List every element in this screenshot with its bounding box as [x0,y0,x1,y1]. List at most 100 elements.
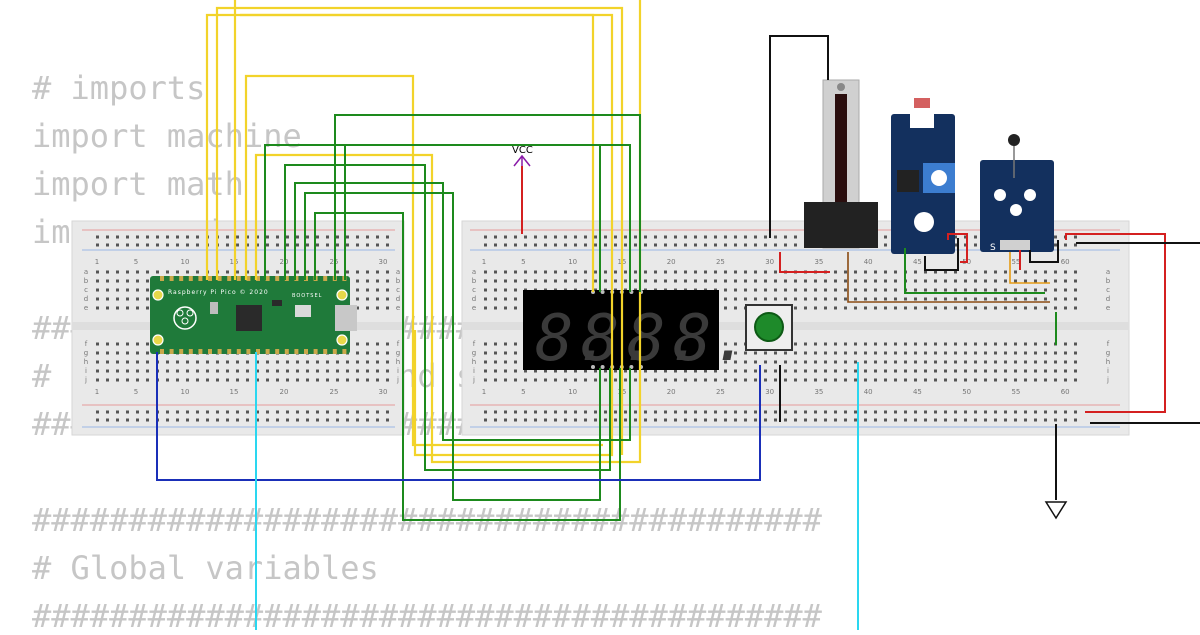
row-label: a [84,268,88,276]
column-label: 25 [330,388,339,396]
row-label: h [84,358,88,366]
column-label: 5 [134,258,138,266]
raspberry-logo-icon [173,306,197,330]
row-label: h [472,358,476,366]
row-label: i [85,367,87,375]
column-label: 40 [864,258,873,266]
row-label: f [1107,340,1110,348]
column-label: 55 [1011,258,1020,266]
row-label: h [1106,358,1110,366]
column-label: 20 [280,388,289,396]
code-line: # Global variables [32,549,379,587]
row-label: a [396,268,400,276]
ground-symbol-icon [1044,501,1068,520]
row-label: f [473,340,476,348]
column-label: 10 [568,258,577,266]
row-label: g [1106,349,1110,357]
wires-red [779,233,1166,413]
display-digit: 8. [581,302,658,376]
ky-sensor-module: S [980,134,1054,253]
row-label: c [472,286,476,294]
row-label: e [396,304,400,312]
row-label: j [1106,376,1109,384]
pico-label: Raspberry Pi Pico © 2020 [168,289,269,296]
row-label: b [1106,277,1111,285]
column-label: 5 [521,258,525,266]
push-button [745,304,793,351]
row-label: g [472,349,476,357]
column-label: 30 [379,388,388,396]
row-label: g [84,349,88,357]
seven-segment-display: 8.8.8.8. [523,290,750,376]
code-line: # imports [32,69,206,107]
column-label: 30 [765,388,774,396]
vcc-symbol: VCC [512,145,533,167]
column-label: 50 [962,388,971,396]
row-label: h [396,358,400,366]
wire-brown [847,252,1050,303]
column-label: 45 [913,388,922,396]
row-label: d [1106,295,1110,303]
row-label: f [397,340,400,348]
row-label: i [473,367,475,375]
column-label: 1 [95,258,99,266]
column-label: 1 [95,388,99,396]
row-label: b [472,277,477,285]
row-label: e [84,304,88,312]
column-label: 25 [716,388,725,396]
column-label: 45 [913,258,922,266]
pico-bootsel-label: BOOTSEL [292,293,322,299]
row-label: d [84,295,88,303]
code-line: import math [32,165,244,203]
column-label: 10 [568,388,577,396]
column-label: 10 [181,258,190,266]
column-label: 5 [521,388,525,396]
row-label: c [1106,286,1110,294]
row-label: d [396,295,400,303]
row-label: a [472,268,476,276]
row-label: b [84,277,89,285]
column-label: 1 [482,258,486,266]
column-label: 10 [181,388,190,396]
column-label: 55 [1011,388,1020,396]
vcc-label: VCC [512,145,533,156]
wire-blue [156,352,761,481]
column-label: 40 [864,388,873,396]
slide-potentiometer [804,79,878,249]
column-label: 1 [482,388,486,396]
wires-green [264,114,1057,521]
ky-module-label: S [990,243,996,253]
wires-yellow [205,0,642,464]
code-line: ########################################… [32,597,822,635]
row-label: c [396,286,400,294]
row-label: f [85,340,88,348]
column-label: 5 [134,388,138,396]
column-label: 25 [716,258,725,266]
column-label: 20 [667,388,676,396]
row-label: a [1106,268,1110,276]
row-label: j [472,376,475,384]
row-label: d [472,295,476,303]
column-label: 35 [814,388,823,396]
column-label: 35 [814,258,823,266]
row-label: b [396,277,401,285]
row-label: j [84,376,87,384]
column-label: 60 [1061,258,1070,266]
light-sensor-module [891,98,955,254]
display-digit: 8. [673,302,750,376]
column-label: 20 [667,258,676,266]
column-label: 60 [1061,388,1070,396]
column-label: 15 [230,388,239,396]
row-label: j [396,376,399,384]
row-label: i [1107,367,1109,375]
column-label: 30 [765,258,774,266]
row-label: e [472,304,476,312]
row-label: c [84,286,88,294]
column-label: 30 [379,258,388,266]
display-digit: 8. [535,302,612,376]
row-label: i [397,367,399,375]
wire-orange [1009,252,1050,284]
row-label: e [1106,304,1110,312]
